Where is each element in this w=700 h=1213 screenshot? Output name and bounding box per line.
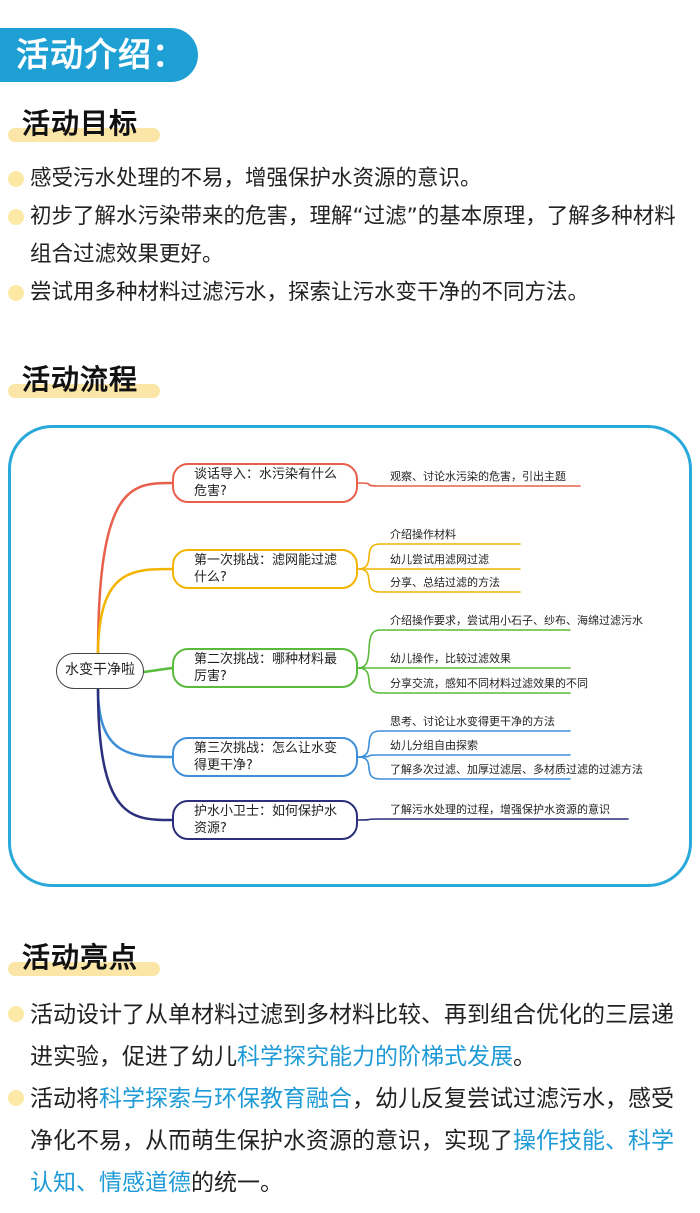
process-title-underline [8,384,160,398]
list-item: 活动将科学探索与环保教育融合，幼儿反复尝试过滤污水，感受净化不易，从而萌生保护水… [8,1078,692,1204]
mindmap-branch: 护水小卫士：如何保护水资源? [172,800,358,840]
list-item: 尝试用多种材料过滤污水，探索让污水变干净的不同方法。 [8,274,692,312]
goals-title: 活动目标 [22,107,139,140]
mindmap-branch: 第三次挑战：怎么让水变得更干净? [172,737,358,777]
bullet-dot-icon [8,285,24,301]
mindmap-branch-label: 第三次挑战：怎么让水变得更干净? [194,741,338,773]
bullet-dot-icon [8,171,24,187]
mindmap-branch-label: 谈话导入：水污染有什么危害? [194,467,338,499]
mindmap-leaf: 分享、总结过滤的方法 [390,576,500,589]
list-item: 感受污水处理的不易，增强保护水资源的意识。 [8,160,692,198]
bullet-dot-icon [8,209,24,225]
mindmap-leaf: 观察、讨论水污染的危害，引出主题 [390,470,566,483]
mindmap-leaf: 幼儿尝试用滤网过滤 [390,553,489,566]
bullet-dot-icon [8,1090,24,1106]
goals-title-underline [8,128,160,142]
mindmap-leaf: 分享交流，感知不同材料过滤效果的不同 [390,677,588,690]
mindmap-leaf: 介绍操作材料 [390,528,456,541]
highlight-text: 操作技能、科学认知、情感道德 [30,1128,674,1196]
mindmap-leaf: 思考、讨论让水变得更干净的方法 [390,715,555,728]
mindmap-branch: 第一次挑战：滤网能过滤什么? [172,549,358,589]
mindmap-branch-label: 第二次挑战：哪种材料最厉害? [194,652,338,684]
highlights-title-underline [8,962,160,976]
intro-banner: 活动介绍： [0,28,198,82]
list-item: 初步了解水污染带来的危害，理解“过滤”的基本原理，了解多种材料组合过滤效果更好。 [8,198,692,274]
highlight-text: 科学探索与环保教育融合 [99,1086,352,1112]
highlight-text: 科学探究能力的阶梯式发展 [237,1044,513,1070]
mindmap-branch-label: 第一次挑战：滤网能过滤什么? [194,553,338,585]
goals-list: 感受污水处理的不易，增强保护水资源的意识。 初步了解水污染带来的危害，理解“过滤… [8,160,692,312]
mindmap-leaf: 了解污水处理的过程，增强保护水资源的意识 [390,803,610,816]
mindmap-leaf: 幼儿分组自由探索 [390,739,478,752]
highlights-list: 活动设计了从单材料过滤到多材料比较、再到组合优化的三层递进实验，促进了幼儿科学探… [8,994,692,1204]
process-title: 活动流程 [22,363,139,396]
mindmap-branch: 谈话导入：水污染有什么危害? [172,463,358,503]
mindmap-branch-label: 护水小卫士：如何保护水资源? [194,804,338,836]
mindmap-leaf: 幼儿操作，比较过滤效果 [390,652,511,665]
mindmap-branch: 第二次挑战：哪种材料最厉害? [172,648,358,688]
bullet-dot-icon [8,1006,24,1022]
mindmap-leaf: 了解多次过滤、加厚过滤层、多材质过滤的过滤方法 [390,763,643,776]
list-item: 活动设计了从单材料过滤到多材料比较、再到组合优化的三层递进实验，促进了幼儿科学探… [8,994,692,1078]
highlights-title: 活动亮点 [22,941,139,974]
mindmap-root: 水变干净啦 [56,653,144,689]
mindmap-leaf: 介绍操作要求，尝试用小石子、纱布、海绵过滤污水 [390,614,643,627]
